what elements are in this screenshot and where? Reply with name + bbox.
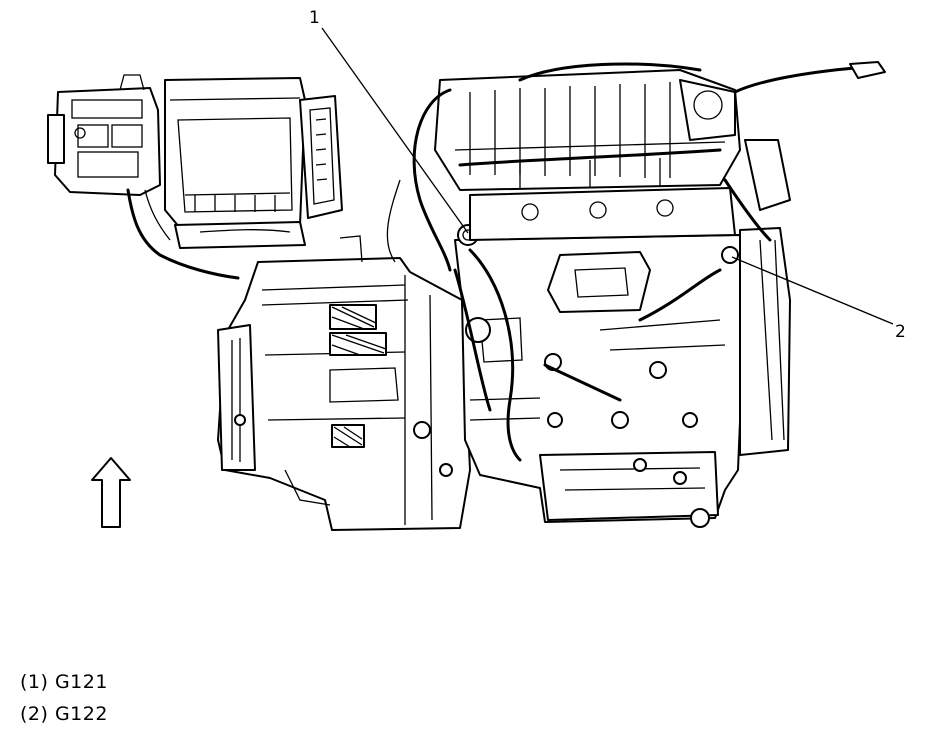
engine-ground-location-diagram: 1 2	[47, 8, 906, 531]
callout-1-number: 1	[309, 8, 320, 28]
underhood-fuse-block	[47, 74, 240, 280]
intake-manifold	[434, 69, 741, 241]
callout-2-number: 2	[895, 322, 906, 342]
callout-1: 1	[309, 8, 469, 234]
callout-2: 2	[731, 256, 906, 342]
engine-block	[454, 224, 746, 528]
legend-item-g121: (1) G121	[20, 671, 108, 693]
transmission	[217, 257, 471, 531]
wiring-harness	[339, 61, 886, 462]
legend-item-g122: (2) G122	[20, 703, 108, 725]
accessory-drive	[739, 139, 791, 456]
battery-tray	[164, 77, 343, 249]
up-arrow-icon	[91, 457, 131, 528]
